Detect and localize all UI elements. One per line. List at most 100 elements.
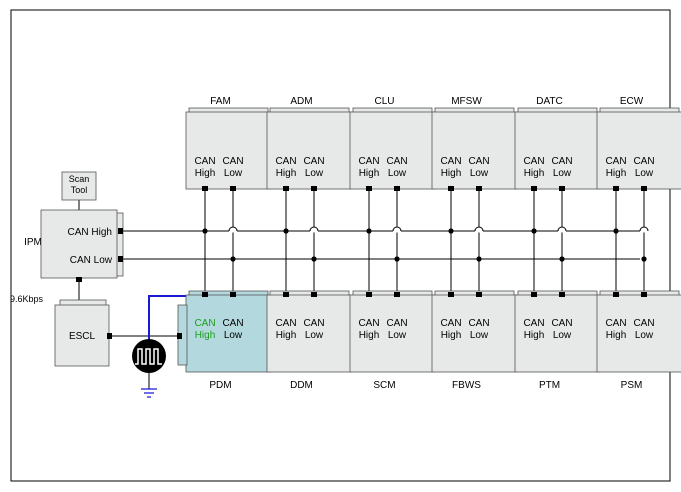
ipm-pin-high [118,228,123,234]
top-module-5-pin-low [641,186,647,191]
square-wave-icon [135,348,162,365]
bottom-module-0-pin-low [230,292,236,297]
ipm-name: IPM [24,237,42,248]
wire-crossover-3 [474,226,484,232]
bottom-module-1-box [266,294,353,373]
bottom-module-1-pin-high [283,292,289,297]
wire-crossover-4 [557,226,567,232]
bottom-module-4-pin-low [559,292,565,297]
top-module-5-pin-high [613,186,619,191]
junction-high-0 [202,228,208,234]
top-module-0-pin-low [230,186,236,191]
top-module-4-box [514,111,601,190]
bottom-module-4-box [514,294,601,373]
bottom-module-2-box [349,294,436,373]
junction-low-5 [641,256,647,262]
junction-low-0 [230,256,236,262]
top-module-3-pin-low [476,186,482,191]
top-module-4-name: DATC [536,96,562,107]
bottom-module-3-pin-low [476,292,482,297]
junction-low-2 [394,256,400,262]
pdm-side-pin [177,333,182,339]
ipm-can-high-label: CAN High [68,227,112,238]
top-module-0-box [185,111,272,190]
top-module-1-name: ADM [290,96,312,107]
junction-low-4 [559,256,565,262]
wire-crossover-4-gap [558,229,566,233]
bottom-module-0-pin-high [202,292,208,297]
bottom-module-3-pin-high [448,292,454,297]
top-module-0-pin-high [202,186,208,191]
wire-crossover-2-gap [393,229,401,233]
bottom-module-2-pin-low [394,292,400,297]
escl-label: ESCL [69,331,96,342]
bottom-module-1-name: DDM [290,380,313,391]
wires [78,189,649,389]
wire-crossover-1-gap [310,229,318,233]
junction-low-1 [311,256,317,262]
junction-low-3 [476,256,482,262]
bottom-module-1-pin-low [311,292,317,297]
bottom-module-3-name: FBWS [452,380,481,391]
bottom-module-5-name: PSM [621,380,643,391]
baud-rate-label: 9.6Kbps [10,294,44,304]
wire-crossover-5-gap [640,229,648,233]
bottom-module-0-name: PDM [209,380,231,391]
top-module-2-pin-high [366,186,372,191]
bottom-module-5-pin-high [613,292,619,297]
wire-crossover-2 [392,226,402,232]
scan-tool-box [61,171,97,201]
bottom-module-5-pin-low [641,292,647,297]
ipm-pin-lin [76,277,82,282]
bottom-module-4-name: PTM [539,380,560,391]
junction-high-4 [531,228,537,234]
top-module-2-box [349,111,436,190]
bottom-module-2-name: SCM [373,380,395,391]
junction-high-2 [366,228,372,234]
oscilloscope-probe-icon [132,339,166,373]
top-module-3-box [431,111,518,190]
top-module-5-name: ECW [620,96,644,107]
top-module-2-pin-low [394,186,400,191]
top-module-3-name: MFSW [451,96,482,107]
escl-pin [107,333,112,339]
top-module-4-pin-high [531,186,537,191]
top-module-1-box [266,111,353,190]
junction-high-3 [448,228,454,234]
top-module-0-name: FAM [210,96,231,107]
bottom-module-4-pin-high [531,292,537,297]
top-module-3-pin-high [448,186,454,191]
wire-crossover-0-gap [229,229,237,233]
top-module-2-name: CLU [374,96,394,107]
ground-icon [141,388,157,398]
ipm-can-low-label: CAN Low [70,255,113,266]
top-module-1-pin-high [283,186,289,191]
top-module-4-pin-low [559,186,565,191]
ipm-box [40,209,118,279]
labels: FAM ADM CLU MFSW DATC ECW PDM DDM SCM FBWS PTM PSM I… [10,96,644,398]
escl-box [54,304,110,367]
bottom-module-3-box [431,294,518,373]
ipm-pin-low [118,256,123,262]
bottom-module-2-pin-high [366,292,372,297]
